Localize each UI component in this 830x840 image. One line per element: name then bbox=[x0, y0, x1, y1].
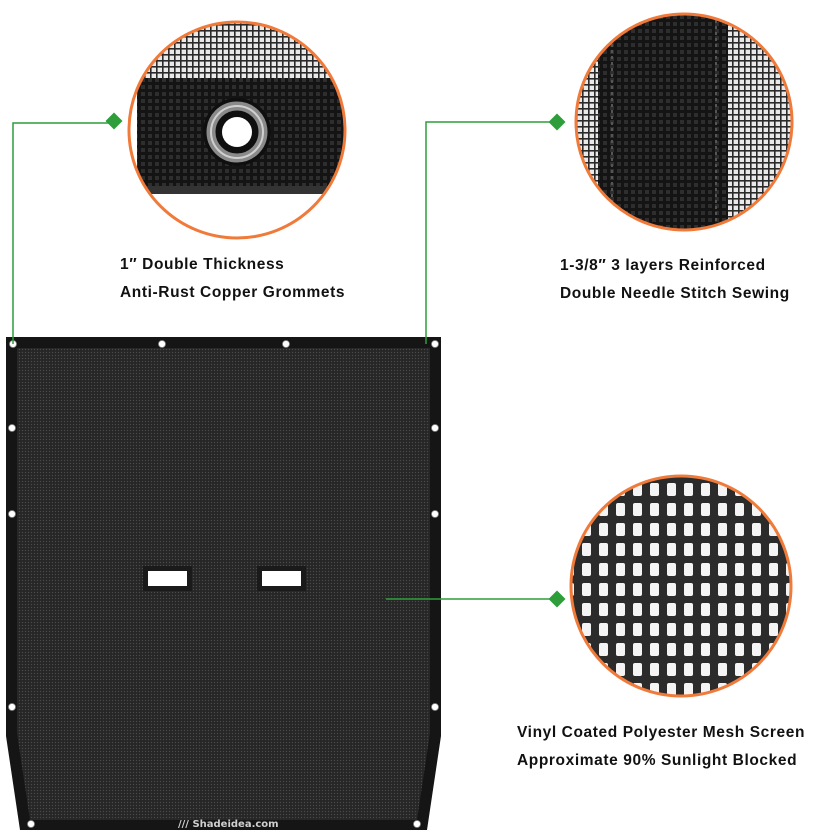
connector-stitch bbox=[425, 113, 566, 344]
mesh-detail-circle bbox=[569, 474, 793, 698]
panel-cutout-left bbox=[143, 566, 192, 591]
caption-stitch: 1-3/8″ 3 layers Reinforced Double Needle… bbox=[560, 252, 790, 308]
grommet-detail-circle bbox=[127, 20, 347, 240]
connector-mesh bbox=[386, 590, 566, 608]
caption-stitch-line2: Double Needle Stitch Sewing bbox=[560, 285, 790, 302]
caption-mesh-line1: Vinyl Coated Polyester Mesh Screen bbox=[517, 724, 806, 741]
caption-mesh-line2: Approximate 90% Sunlight Blocked bbox=[517, 752, 798, 769]
panel-grommets bbox=[8, 340, 439, 828]
stitch-detail-circle bbox=[574, 12, 794, 232]
shade-panel bbox=[6, 337, 441, 830]
caption-mesh: Vinyl Coated Polyester Mesh Screen Appro… bbox=[517, 719, 805, 775]
panel-cutout-right bbox=[257, 566, 306, 591]
watermark-logo-icon: /// bbox=[178, 819, 193, 830]
caption-grommets: 1″ Double Thickness Anti-Rust Copper Gro… bbox=[120, 251, 345, 307]
caption-grommets-line1: 1″ Double Thickness bbox=[120, 256, 285, 273]
brand-watermark: /// Shadeidea.com bbox=[178, 819, 279, 830]
watermark-text: Shadeidea.com bbox=[192, 819, 279, 830]
grommet-icon bbox=[203, 98, 271, 166]
connector-grommets bbox=[12, 112, 123, 344]
caption-grommets-line2: Anti-Rust Copper Grommets bbox=[120, 284, 346, 301]
caption-stitch-line1: 1-3/8″ 3 layers Reinforced bbox=[560, 257, 766, 274]
